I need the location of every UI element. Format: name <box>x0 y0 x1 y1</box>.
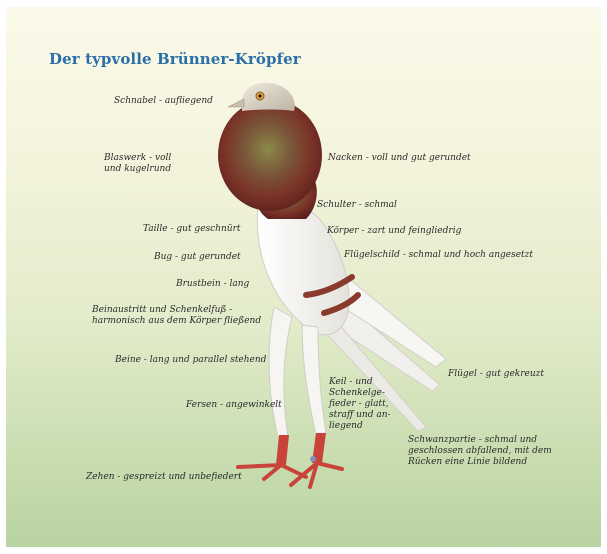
label-schulter: Schulter - schmal <box>317 200 397 211</box>
leg-right <box>302 325 326 435</box>
body <box>257 201 349 335</box>
feet <box>238 463 342 487</box>
label-schnabel: Schnabel - aufliegend <box>114 96 213 107</box>
crop-globe <box>218 99 322 211</box>
label-nacken: Nacken - voll und gut gerundet <box>328 153 471 164</box>
label-koerper: Körper - zart und feingliedrig <box>327 226 461 237</box>
label-fluegelschild: Flügelschild - schmal und hoch angesetzt <box>344 250 533 261</box>
leg-ring <box>310 456 316 462</box>
head <box>242 83 295 111</box>
label-beinaustritt: Beinaustritt und Schenkelfuß - harmonisc… <box>92 305 261 327</box>
label-zehen: Zehen - gespreizt und unbefiedert <box>86 472 242 483</box>
diagram-canvas: Der typvolle Brünner-Kröpfer <box>6 7 601 547</box>
label-brustbein: Brustbein - lang <box>176 279 249 290</box>
beak <box>228 99 244 107</box>
label-beine: Beine - lang und parallel stehend <box>115 355 266 366</box>
leg-left <box>269 307 292 437</box>
label-fersen: Fersen - angewinkelt <box>186 400 282 411</box>
label-bug: Bug - gut gerundet <box>154 252 241 263</box>
label-schwanzpartie: Schwanzpartie - schmal und geschlossen a… <box>408 435 552 468</box>
label-fluegel: Flügel - gut gekreuzt <box>448 369 544 380</box>
label-keil: Keil - und Schenkelge- fieder - glatt, s… <box>329 377 391 432</box>
label-taille: Taille - gut geschnürt <box>143 224 240 235</box>
label-blaswerk: Blaswerk - voll und kugelrund <box>104 153 171 175</box>
